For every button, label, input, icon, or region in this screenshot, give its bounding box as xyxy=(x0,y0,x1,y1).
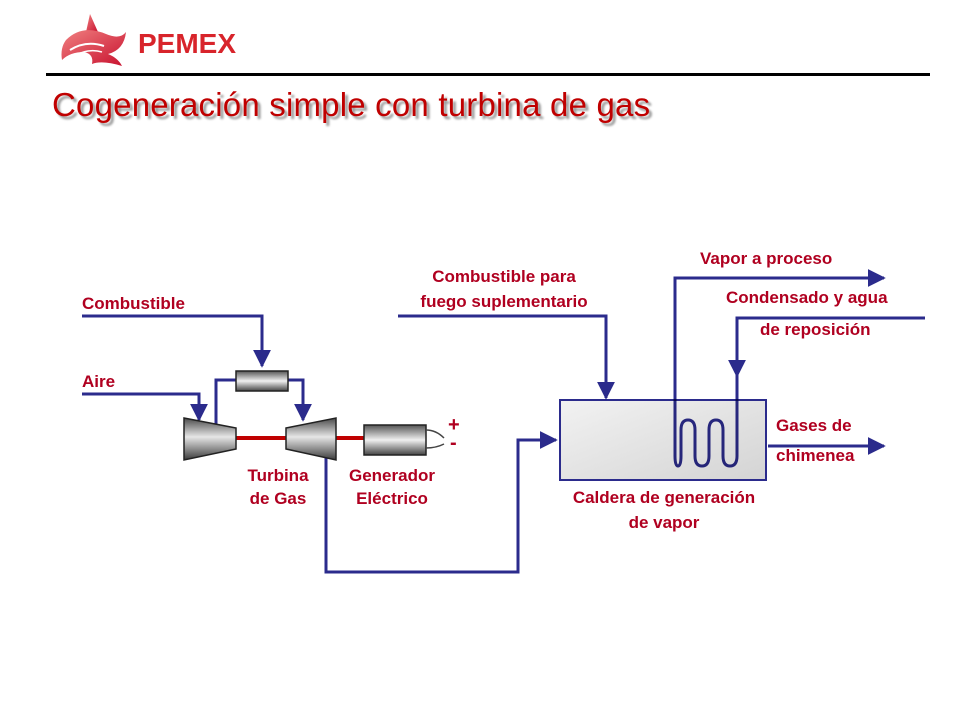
compressor-icon xyxy=(183,417,237,461)
turbine-icon xyxy=(285,417,337,461)
combustor-icon xyxy=(235,370,289,392)
steam-label: Vapor a proceso xyxy=(700,249,833,268)
exhaust-line xyxy=(324,431,558,574)
turbine-label: Turbina de Gas xyxy=(228,464,328,510)
pemex-logo: PEMEX xyxy=(56,10,296,72)
pemex-wordmark: PEMEX xyxy=(138,28,236,59)
minus-terminal: - xyxy=(450,432,457,454)
air-label: Aire xyxy=(82,372,116,391)
plus-terminal: + xyxy=(448,414,460,436)
generator-label-line2: Eléctrico xyxy=(356,489,428,508)
generator-label: Generador Eléctrico xyxy=(330,464,454,510)
condensate-label-line1: Condensado y agua xyxy=(726,288,888,307)
stack-gas-label-line2: chimenea xyxy=(776,446,855,465)
stack-gas-label-line1: Gases de xyxy=(776,416,852,435)
air-line xyxy=(82,392,208,422)
turbine-label-line2: de Gas xyxy=(249,489,307,508)
supplementary-fuel-label: Combustible para fuego suplementario xyxy=(384,264,624,314)
fuel-label: Combustible xyxy=(82,294,185,313)
pemex-eagle-icon: PEMEX xyxy=(61,14,236,66)
supplementary-fuel-line xyxy=(398,314,615,400)
supplementary-fuel-label-line1: Combustible para xyxy=(432,267,576,286)
boiler-icon xyxy=(559,399,767,481)
steam-out-line xyxy=(673,269,886,418)
hot-gas-line xyxy=(288,378,312,422)
supplementary-fuel-label-line2: fuego suplementario xyxy=(420,292,588,311)
page-title: Cogeneración simple con turbina de gas xyxy=(52,86,651,123)
turbine-label-line1: Turbina xyxy=(247,466,309,485)
condensate-label-line2: de reposición xyxy=(760,320,871,339)
fuel-line xyxy=(82,314,271,368)
generator-icon xyxy=(363,424,427,456)
generator-label-line1: Generador xyxy=(349,466,435,485)
boiler-label: Caldera de generación de vapor xyxy=(540,485,788,535)
boiler-label-line1: Caldera de generación xyxy=(572,488,756,507)
generator-wires xyxy=(425,429,445,449)
boiler-label-line2: de vapor xyxy=(628,513,700,532)
compressed-air-line xyxy=(214,378,236,424)
condensate-line xyxy=(728,316,925,378)
header-rule xyxy=(46,73,930,76)
